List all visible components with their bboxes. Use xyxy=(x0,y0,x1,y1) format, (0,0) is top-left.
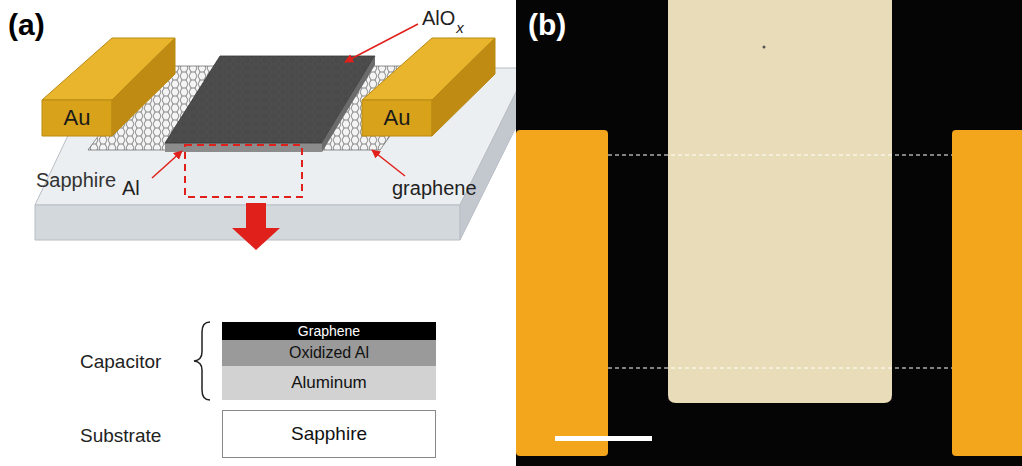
electrode-pad xyxy=(952,130,1022,456)
leader-line xyxy=(372,150,405,176)
au-pad: Au xyxy=(362,100,432,136)
group-label: Substrate xyxy=(80,426,161,445)
au-pad-front xyxy=(362,100,432,136)
electrode-pad xyxy=(516,130,608,456)
substrate-layer: Sapphire xyxy=(222,410,436,458)
au-pad: Au xyxy=(42,100,112,136)
au-pad-side xyxy=(432,38,495,136)
micrograph-ground xyxy=(516,0,1022,466)
graphene-edge xyxy=(608,368,952,369)
au-pad-front xyxy=(42,100,112,136)
node-text: Aluminum xyxy=(291,373,367,393)
section-box xyxy=(185,145,302,197)
part-label: graphene xyxy=(392,178,477,198)
node-text: Graphene xyxy=(298,323,360,339)
panel-label: (b) xyxy=(528,10,566,40)
bracket xyxy=(194,322,210,400)
au-pad-side xyxy=(112,38,175,136)
node-text: Oxidized Al xyxy=(289,344,369,362)
leader-line xyxy=(152,151,182,178)
scale-bar xyxy=(555,436,652,441)
aluminum-layer: Aluminum xyxy=(222,366,436,400)
speck xyxy=(763,46,766,49)
part-label: Al xyxy=(122,178,140,198)
node-text: Au xyxy=(384,105,411,131)
section-arrow xyxy=(232,203,280,250)
graphene-layer: Graphene xyxy=(222,322,436,340)
alox-top xyxy=(165,56,375,143)
leader-line xyxy=(345,24,418,62)
group-label: Capacitor xyxy=(80,352,161,371)
part-label: AlO xyxy=(422,8,455,28)
graphene-edge xyxy=(608,155,952,156)
alox-lattice xyxy=(165,56,375,143)
node-text: Sapphire xyxy=(291,423,367,445)
node-text: Sapphire xyxy=(36,169,116,192)
oxide-layer: Oxidized Al xyxy=(222,340,436,366)
node-text: Au xyxy=(64,105,91,131)
subscript: x xyxy=(456,20,464,35)
aluminum-strip xyxy=(668,0,892,403)
panel-label: (a) xyxy=(8,10,45,40)
